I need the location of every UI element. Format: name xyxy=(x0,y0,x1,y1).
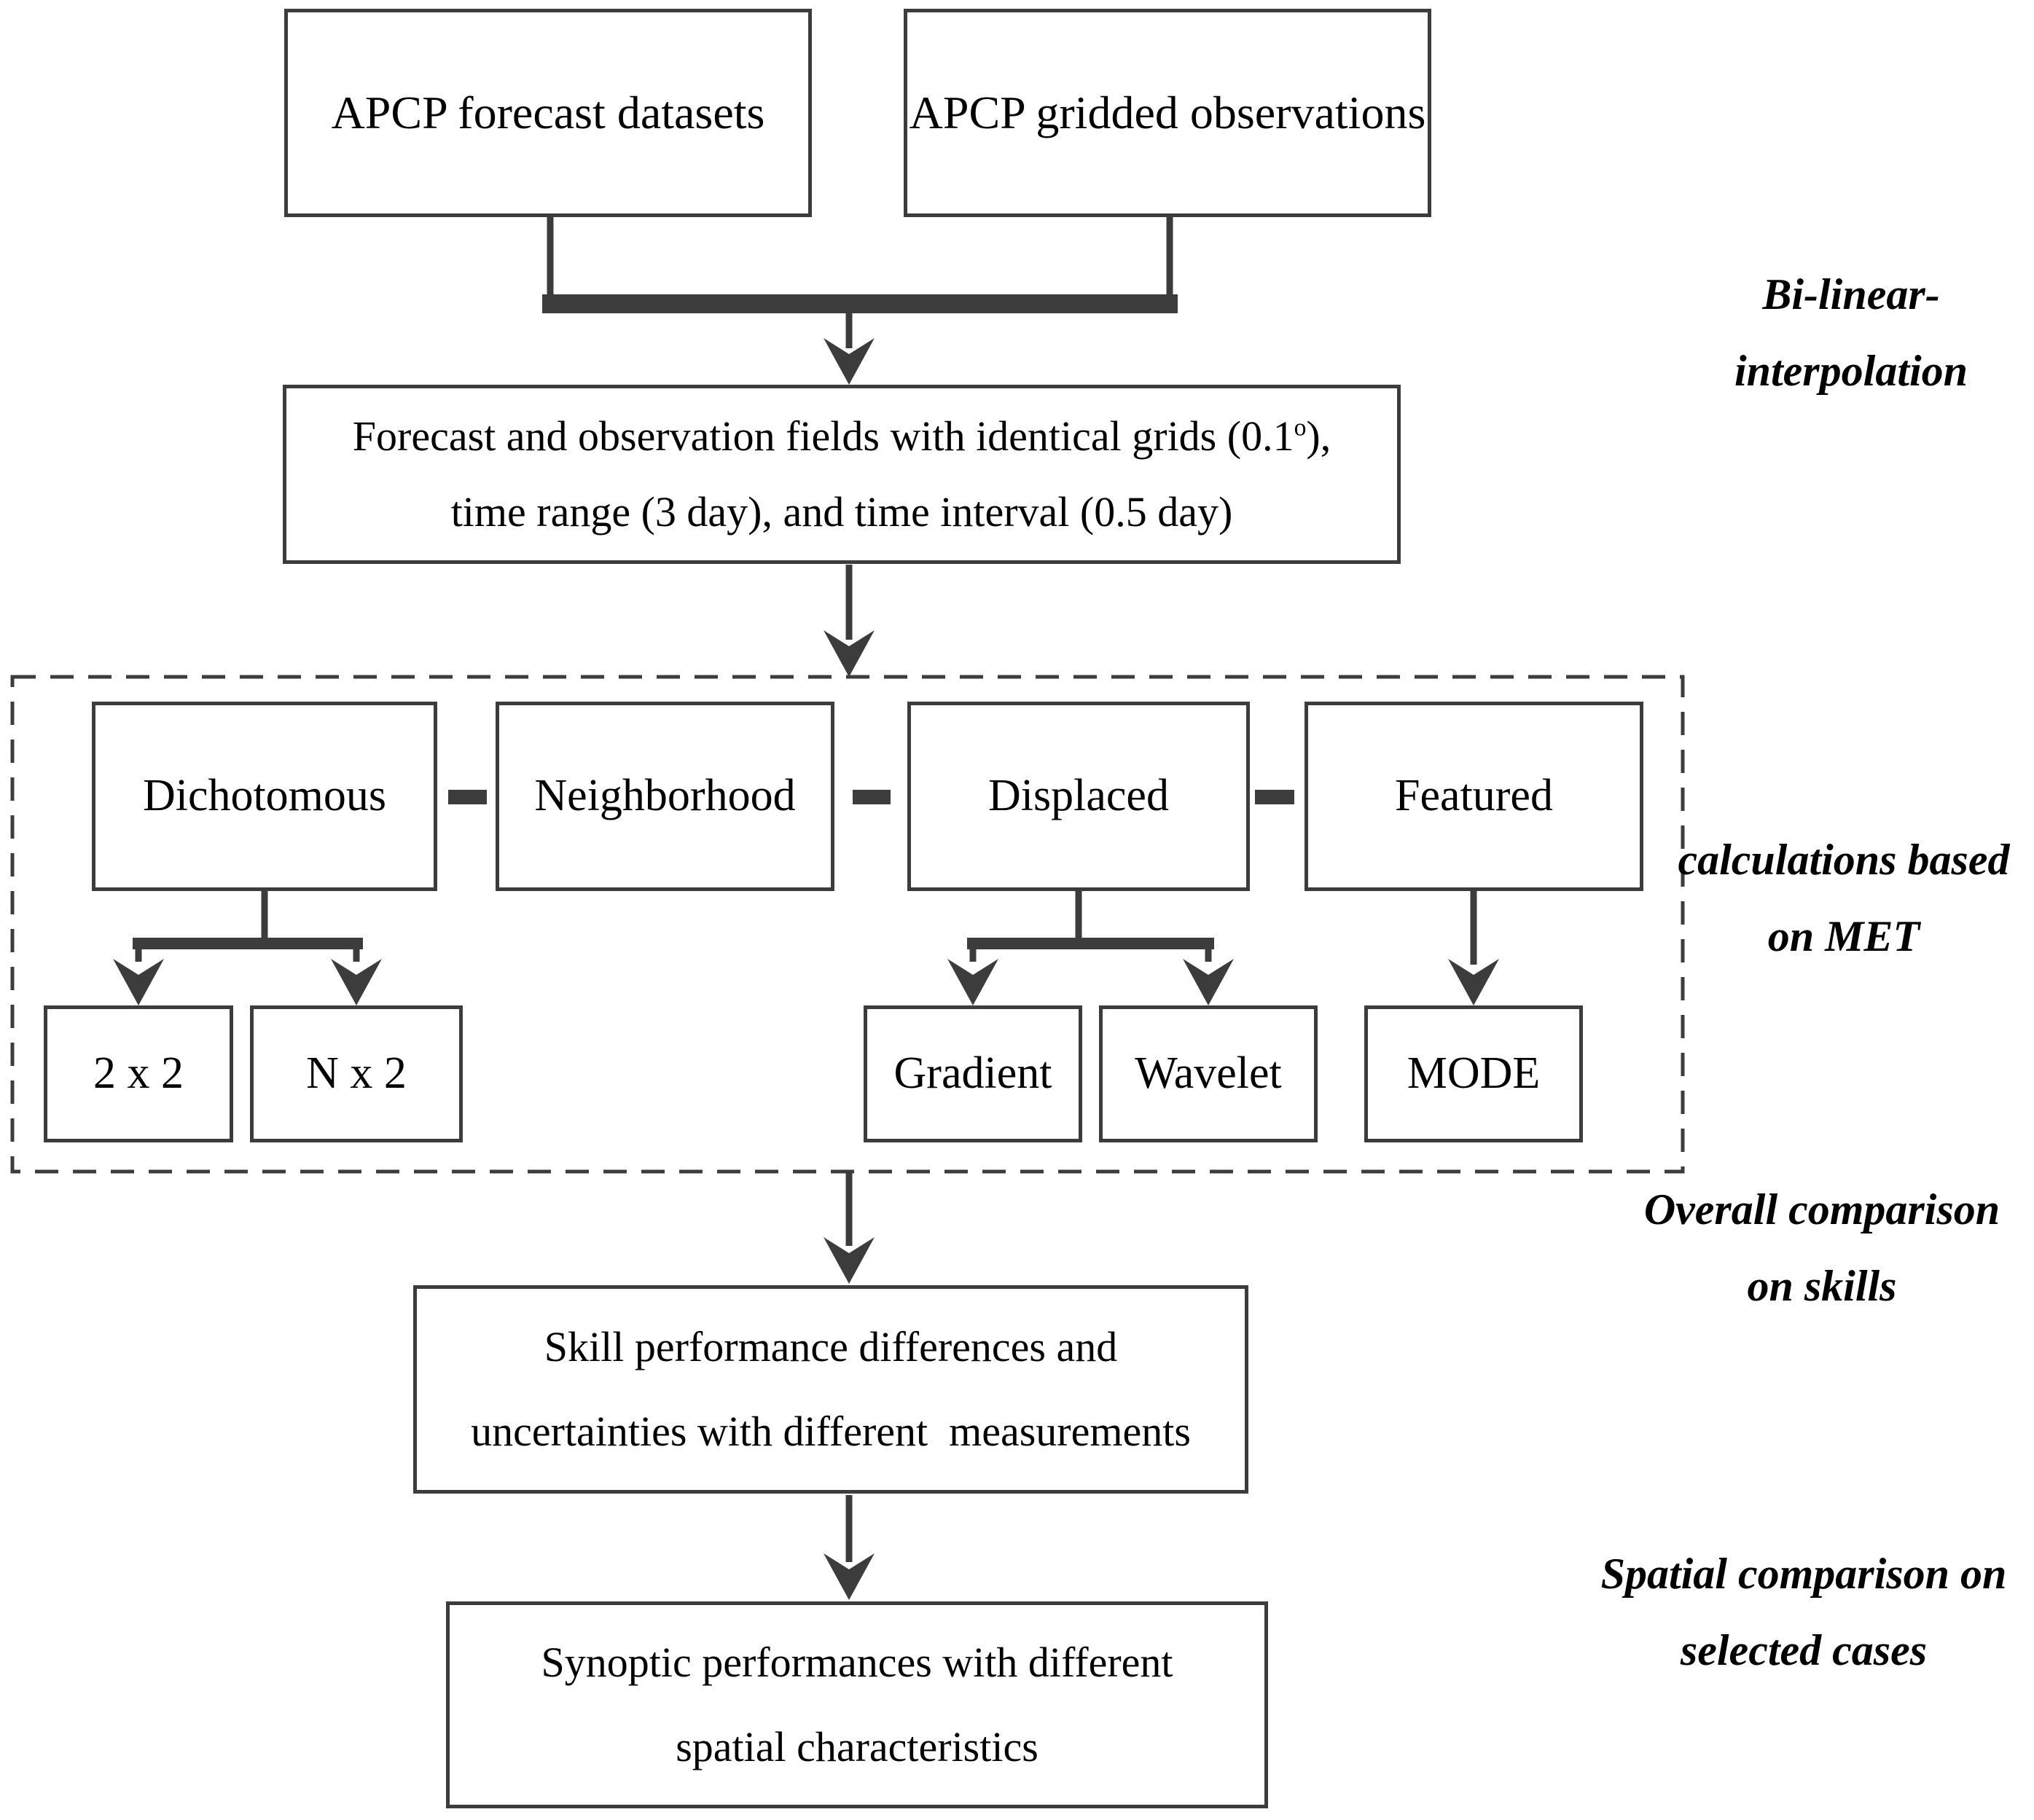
spatial-line1: Spatial comparison on xyxy=(1600,1550,2007,1598)
overall-line1: Overall comparison xyxy=(1643,1185,2000,1233)
regrid-arrowhead xyxy=(824,630,875,677)
degree-superscript: o xyxy=(1294,414,1307,442)
neighborhood-label: Neighborhood xyxy=(534,771,796,821)
dichotomous-label: Dichotomous xyxy=(142,771,387,821)
forecast-datasets-label: APCP forecast datasets xyxy=(331,87,765,138)
displaced-label: Displaced xyxy=(988,771,1169,821)
bilinear-line2: interpolation xyxy=(1734,347,1968,395)
bilinear-line1: Bi-linear- xyxy=(1762,270,1940,318)
overall-line2: on skills xyxy=(1747,1262,1897,1310)
arrowhead-2x2 xyxy=(113,959,164,1005)
synoptic-line2: spatial characteristics xyxy=(676,1723,1038,1770)
method-box-neighborhood: Neighborhood xyxy=(496,702,834,891)
2x2-label: 2 x 2 xyxy=(93,1048,184,1099)
arrowhead-nx2 xyxy=(331,959,382,1005)
submethod-box-mode: MODE xyxy=(1364,1005,1583,1142)
spatial-line2: selected cases xyxy=(1680,1626,1928,1674)
arrowhead-skill xyxy=(824,1237,875,1284)
wavelet-label: Wavelet xyxy=(1135,1048,1282,1099)
submethod-box-nx2: N x 2 xyxy=(250,1005,463,1142)
annotation-bilinear-interpolation: Bi-linear- interpolation xyxy=(1676,256,2026,409)
gridded-observations-box: APCP gridded observations xyxy=(904,9,1431,217)
submethod-box-2x2: 2 x 2 xyxy=(44,1005,233,1142)
annotation-overall-comparison: Overall comparison on skills xyxy=(1636,1172,2008,1325)
annotation-calculations-met: calculations based on MET xyxy=(1669,822,2019,975)
featured-label: Featured xyxy=(1395,771,1553,821)
met-line1: calculations based xyxy=(1678,836,2010,884)
regridded-fields-box: Forecast and observation fields with ide… xyxy=(283,385,1401,564)
method-box-displaced: Displaced xyxy=(907,702,1250,891)
skill-line1: Skill performance differences and xyxy=(544,1323,1118,1370)
met-line2: on MET xyxy=(1767,912,1920,960)
gradient-label: Gradient xyxy=(893,1048,1052,1099)
arrowhead-mode xyxy=(1448,959,1499,1005)
synoptic-performance-box: Synoptic performances with different spa… xyxy=(446,1601,1268,1808)
forecast-datasets-box: APCP forecast datasets xyxy=(284,9,812,217)
regrid-line1: Forecast and observation fields with ide… xyxy=(352,412,1331,460)
merge-arrowhead xyxy=(824,338,875,385)
submethod-box-gradient: Gradient xyxy=(864,1005,1082,1142)
regrid-line2: time range (3 day), and time interval (0… xyxy=(450,488,1233,536)
nx2-label: N x 2 xyxy=(306,1048,407,1099)
mode-label: MODE xyxy=(1407,1048,1541,1099)
method-box-featured: Featured xyxy=(1305,702,1643,891)
synoptic-line1: Synoptic performances with different xyxy=(541,1639,1173,1686)
arrowhead-gradient xyxy=(947,959,998,1005)
arrowhead-synoptic xyxy=(824,1553,875,1600)
arrowhead-wavelet xyxy=(1183,959,1234,1005)
annotation-spatial-comparison: Spatial comparison on selected cases xyxy=(1600,1536,2008,1689)
method-box-dichotomous: Dichotomous xyxy=(92,702,437,891)
skill-line2: uncertainties with different measurement… xyxy=(471,1408,1191,1455)
gridded-observations-label: APCP gridded observations xyxy=(909,87,1426,138)
submethod-box-wavelet: Wavelet xyxy=(1099,1005,1318,1142)
skill-performance-box: Skill performance differences and uncert… xyxy=(413,1285,1248,1494)
